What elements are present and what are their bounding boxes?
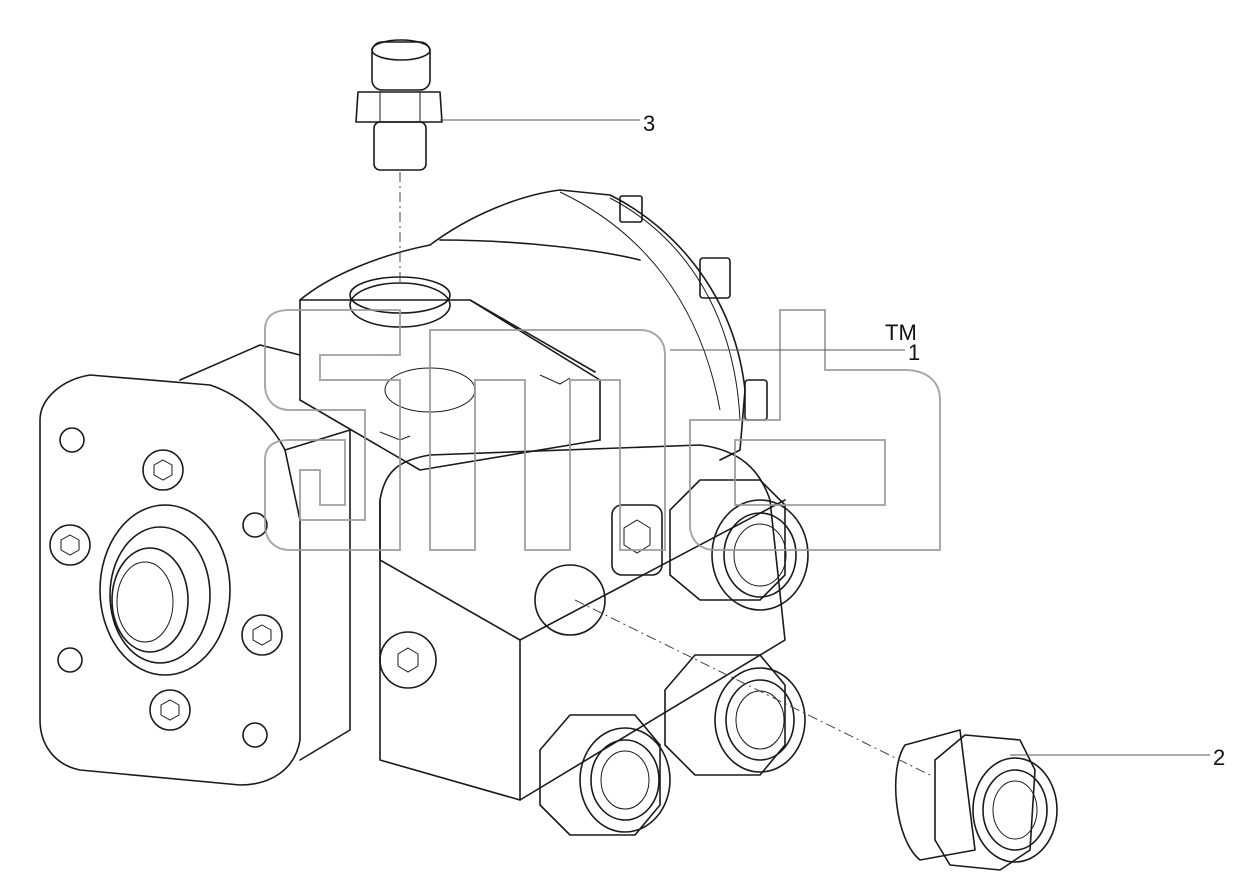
port-fitting-lower <box>539 714 671 836</box>
loose-fitting <box>894 729 1058 871</box>
port-fitting-upper <box>669 479 809 611</box>
top-fitting <box>355 39 443 171</box>
port-fitting-middle <box>664 654 806 776</box>
watermark-logo <box>264 309 941 551</box>
callout-1: 1 <box>908 340 920 365</box>
axis-line-side <box>574 599 931 776</box>
pump-housing <box>39 189 809 836</box>
callout-3: 3 <box>643 111 655 136</box>
watermark-trademark: TM <box>885 320 917 345</box>
callout-2: 2 <box>1213 745 1225 770</box>
